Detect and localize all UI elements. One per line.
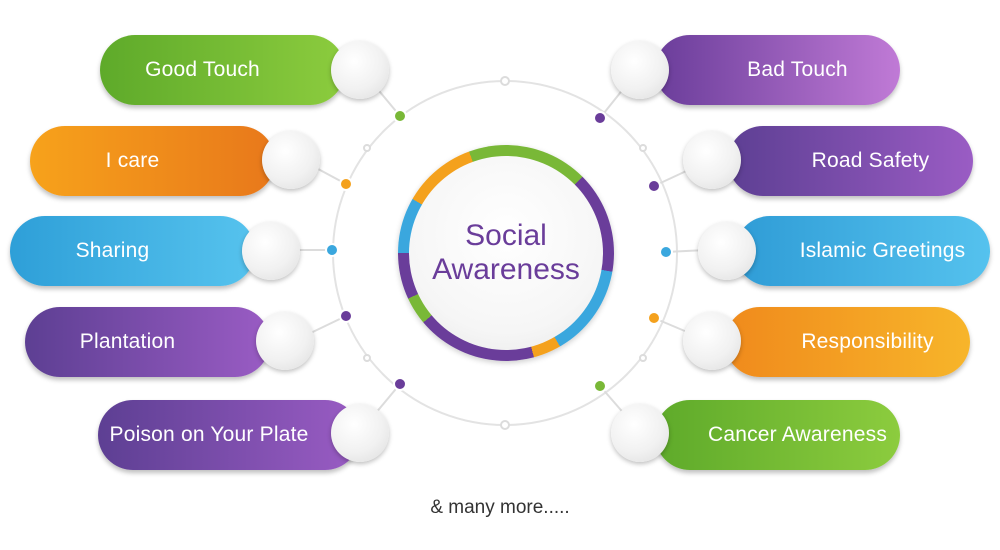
center-title-line1: Social — [465, 219, 547, 252]
topic-label: Cancer Awareness — [707, 423, 888, 446]
junction-dot-purple — [339, 309, 353, 323]
topic-road-safety: Road Safety — [728, 126, 973, 196]
junction-dot-orange — [339, 177, 353, 191]
topic-label: I care — [105, 149, 160, 172]
topic-bad-touch: Bad Touch — [655, 35, 900, 105]
junction-dot-blue — [659, 245, 673, 259]
topic-i-care: I care — [30, 126, 275, 196]
topic-label: Islamic Greetings — [799, 239, 966, 262]
topic-knob — [683, 312, 741, 370]
junction-dot-green — [593, 379, 607, 393]
topic-label: Plantation — [79, 330, 176, 353]
topic-label: Poison on Your Plate — [109, 423, 309, 446]
junction-dot-orange — [647, 311, 661, 325]
topic-label: Sharing — [75, 239, 150, 262]
center-title-line2: Awareness — [432, 253, 580, 286]
topic-cancer-awareness: Cancer Awareness — [655, 400, 900, 470]
topic-label: Good Touch — [145, 58, 260, 81]
junction-dot-blue — [325, 243, 339, 257]
topic-sharing: Sharing — [10, 216, 255, 286]
topic-good-touch: Good Touch — [100, 35, 345, 105]
topic-responsibility: Responsibility — [725, 307, 970, 377]
junction-dot-purple — [393, 377, 407, 391]
topic-knob — [698, 222, 756, 280]
topic-label: Road Safety — [811, 149, 930, 172]
topic-label: Bad Touch — [747, 58, 848, 81]
topic-knob — [242, 222, 300, 280]
topic-plantation: Plantation — [25, 307, 270, 377]
junction-dot-purple — [593, 111, 607, 125]
ring-dot — [363, 144, 371, 152]
topic-poison-on-your-plate: Poison on Your Plate — [98, 400, 360, 470]
center-hub: Social Awareness — [409, 156, 603, 350]
junction-dot-purple — [647, 179, 661, 193]
topic-label: Responsibility — [801, 330, 934, 353]
ring-dot — [363, 354, 371, 362]
ring-dot — [639, 354, 647, 362]
ring-dot — [500, 420, 510, 430]
topic-islamic-greetings: Islamic Greetings — [735, 216, 990, 286]
footer-note: & many more..... — [430, 497, 570, 518]
topic-knob — [331, 404, 389, 462]
topic-knob — [256, 312, 314, 370]
topic-knob — [331, 41, 389, 99]
topic-knob — [683, 131, 741, 189]
junction-dot-green — [393, 109, 407, 123]
topic-knob — [611, 41, 669, 99]
ring-dot — [639, 144, 647, 152]
topic-knob — [611, 404, 669, 462]
topic-knob — [262, 131, 320, 189]
ring-dot — [500, 76, 510, 86]
